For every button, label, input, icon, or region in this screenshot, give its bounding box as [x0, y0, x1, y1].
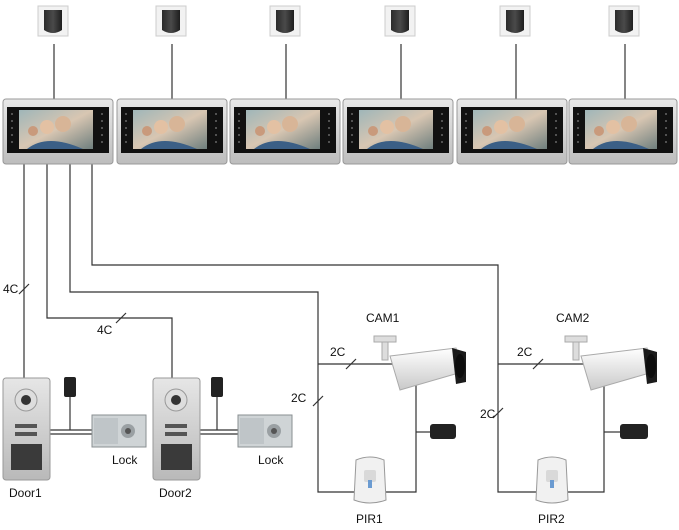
lock1-label: Lock	[112, 453, 138, 467]
wire-labels: 4C 4C 2C 2C 2C 2C	[3, 282, 533, 421]
wire-label-door2: 4C	[97, 323, 113, 337]
monitor-icon	[456, 98, 568, 165]
pir-sensor-icon	[353, 456, 387, 504]
monitors	[2, 98, 678, 165]
electric-lock-icon	[237, 414, 293, 448]
camera-icon	[373, 335, 466, 391]
wire-label-pir2: 2C	[480, 407, 496, 421]
door-station-icon	[2, 377, 51, 481]
monitor-icon	[2, 98, 114, 165]
electric-lock-icon	[91, 414, 147, 448]
power-adapter-icon	[155, 5, 187, 37]
pir2-label: PIR2	[538, 512, 565, 526]
cam2-label: CAM2	[556, 311, 590, 325]
power-adapter-icon	[64, 377, 223, 397]
door1-label: Door1	[9, 486, 42, 500]
cam1-label: CAM1	[366, 311, 400, 325]
power-adapter-icon	[384, 5, 416, 37]
camera-icon	[564, 335, 657, 391]
wire-label-door1: 4C	[3, 282, 19, 296]
power-adapter-icon	[608, 5, 640, 37]
monitor-icon	[568, 98, 678, 165]
power-adapter-icon	[37, 5, 69, 37]
monitor-icon	[342, 98, 454, 165]
power-adapters	[37, 5, 640, 37]
pir1-label: PIR1	[356, 512, 383, 526]
power-adapter-icon	[269, 5, 301, 37]
device-labels: Door1 Door2 Lock Lock CAM1 CAM2 PIR1 PIR…	[9, 311, 590, 526]
door2-label: Door2	[159, 486, 192, 500]
lock2-label: Lock	[258, 453, 284, 467]
wire-label-cam2: 2C	[517, 345, 533, 359]
power-adapter-icon	[499, 5, 531, 37]
wires	[18, 44, 626, 493]
wire-label-pir1: 2C	[291, 391, 307, 405]
pir-sensor-icon	[535, 456, 569, 504]
monitor-icon	[116, 98, 228, 165]
door-station-icon	[152, 377, 201, 481]
power-adapter-icon	[430, 424, 648, 439]
monitor-icon	[229, 98, 341, 165]
wire-label-cam1: 2C	[330, 345, 346, 359]
